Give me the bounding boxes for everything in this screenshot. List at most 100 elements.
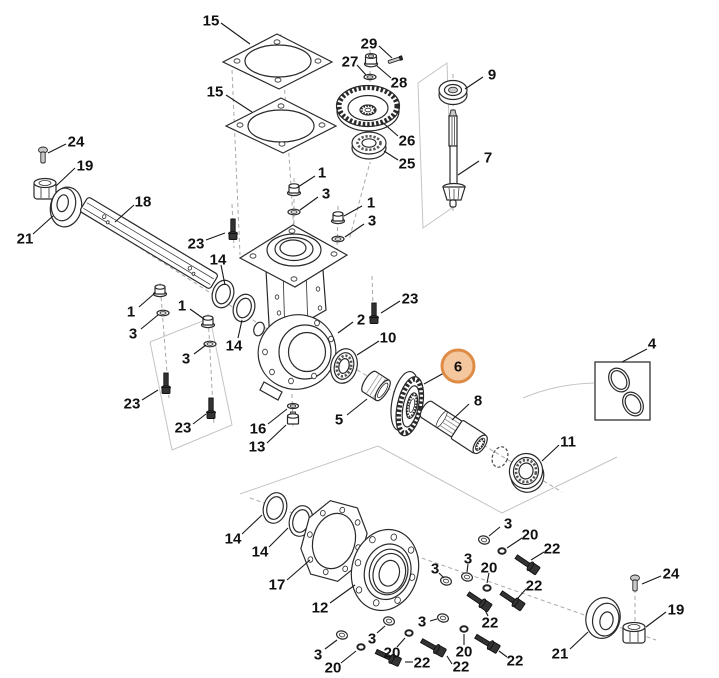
callout-2[interactable]: 2	[357, 311, 365, 328]
callout-14[interactable]: 14	[252, 543, 269, 560]
callout-17[interactable]: 17	[269, 576, 286, 593]
callout-22[interactable]: 22	[482, 614, 499, 631]
part-gasket-15-lower[interactable]	[224, 97, 338, 154]
part-plug-13[interactable]	[286, 411, 300, 425]
part-ball-bearing-10[interactable]	[327, 346, 361, 387]
highlight-circle[interactable]	[440, 348, 476, 384]
part-ball-bearing-25[interactable]	[351, 131, 387, 160]
part-screw-23-right[interactable]	[369, 302, 379, 324]
callout-5[interactable]: 5	[335, 411, 343, 428]
callout-20[interactable]: 20	[522, 526, 539, 543]
callout-19[interactable]: 19	[77, 157, 94, 174]
part-washer-3-b[interactable]	[331, 235, 345, 243]
callout-20[interactable]: 20	[481, 559, 498, 576]
part-bolt-22-set[interactable]	[374, 553, 541, 667]
part-disc-21-right[interactable]	[582, 594, 624, 641]
part-screw-24-left[interactable]	[38, 146, 48, 164]
part-washer-16[interactable]	[286, 402, 300, 410]
callout-3[interactable]: 3	[418, 613, 426, 630]
callout-16[interactable]: 16	[250, 420, 267, 437]
callout-7[interactable]: 7	[484, 149, 492, 166]
callout-15[interactable]: 15	[207, 83, 224, 100]
part-nut-28[interactable]	[363, 52, 379, 68]
callout-22[interactable]: 22	[544, 540, 561, 557]
part-seal-14-upper-a[interactable]	[209, 277, 238, 310]
part-ball-bearing-11[interactable]	[506, 451, 547, 495]
part-washer-3-d[interactable]	[203, 340, 217, 348]
callout-14[interactable]: 14	[226, 337, 243, 354]
callout-20[interactable]: 20	[325, 659, 342, 676]
callout-27[interactable]: 27	[342, 53, 359, 70]
part-nut-19-right[interactable]	[622, 621, 646, 644]
callout-14[interactable]: 14	[210, 251, 227, 268]
callout-3[interactable]: 3	[368, 212, 376, 229]
part-disc-21-left[interactable]	[47, 184, 86, 230]
part-screw-24-right[interactable]	[630, 574, 640, 592]
callout-1[interactable]: 1	[367, 194, 375, 211]
callout-3[interactable]: 3	[182, 350, 190, 367]
part-washer-3-set[interactable]	[335, 535, 491, 641]
callout-22[interactable]: 22	[414, 654, 431, 671]
callout-19[interactable]: 19	[668, 601, 685, 618]
callout-22[interactable]: 22	[526, 577, 543, 594]
part-gasket-17[interactable]	[295, 497, 373, 586]
part-lockwasher-20-set[interactable]	[356, 547, 507, 651]
callout-23[interactable]: 23	[402, 290, 419, 307]
callout-10[interactable]: 10	[380, 329, 397, 346]
callout-18[interactable]: 18	[135, 193, 152, 210]
callout-11[interactable]: 11	[560, 433, 576, 450]
callout-26[interactable]: 26	[399, 132, 416, 149]
part-output-shaft-8[interactable]	[417, 398, 490, 456]
callout-24[interactable]: 24	[663, 565, 680, 582]
callout-3[interactable]: 3	[314, 646, 322, 663]
callout-22[interactable]: 22	[507, 652, 524, 669]
part-screw-23-top[interactable]	[228, 218, 238, 240]
part-nut-1-b[interactable]	[330, 211, 346, 225]
part-snap-ring[interactable]	[489, 445, 510, 470]
callout-3[interactable]: 3	[368, 630, 376, 647]
callout-25[interactable]: 25	[399, 155, 416, 172]
part-spur-gear-6[interactable]	[385, 369, 429, 438]
part-seal-14-upper-b[interactable]	[230, 291, 259, 324]
callout-24[interactable]: 24	[68, 133, 85, 150]
part-nut-1-c[interactable]	[152, 284, 168, 298]
callout-4[interactable]: 4	[648, 335, 657, 352]
callout-3[interactable]: 3	[322, 185, 330, 202]
part-gearbox-housing-2[interactable]	[238, 224, 349, 401]
part-ball-bearing-9[interactable]	[438, 79, 468, 106]
callout-3[interactable]: 3	[129, 325, 137, 342]
callout-3[interactable]: 3	[431, 560, 439, 577]
callout-12[interactable]: 12	[312, 599, 329, 616]
part-screw-23-left-a[interactable]	[161, 372, 171, 394]
part-axle-shaft-18[interactable]	[79, 197, 219, 290]
callout-20[interactable]: 20	[384, 644, 401, 661]
callout-23[interactable]: 23	[188, 235, 205, 252]
callout-22[interactable]: 22	[453, 658, 470, 675]
part-crown-gear-26[interactable]	[335, 84, 401, 132]
callout-15[interactable]: 15	[203, 12, 220, 29]
callout-1[interactable]: 1	[318, 164, 326, 181]
part-nut-19-left[interactable]	[33, 177, 57, 200]
callout-23[interactable]: 23	[175, 419, 192, 436]
callout-23[interactable]: 23	[124, 395, 141, 412]
callout-21[interactable]: 21	[552, 645, 569, 662]
callout-13[interactable]: 13	[249, 438, 266, 455]
part-washer-27[interactable]	[363, 73, 377, 81]
part-nut-1-d[interactable]	[200, 315, 216, 329]
callout-28[interactable]: 28	[391, 74, 408, 91]
callout-21[interactable]: 21	[17, 230, 34, 247]
part-washer-3-c[interactable]	[156, 309, 170, 317]
callout-29[interactable]: 29	[361, 35, 378, 52]
part-bearing-cover-12[interactable]	[343, 522, 428, 618]
part-oring-kit-4[interactable]	[594, 361, 651, 421]
part-washer-3-a[interactable]	[287, 208, 301, 216]
callout-3[interactable]: 3	[504, 515, 512, 532]
part-seal-14-lower-a[interactable]	[260, 490, 290, 526]
part-pin-29[interactable]	[387, 55, 404, 64]
callout-20[interactable]: 20	[456, 643, 473, 660]
callout-1[interactable]: 1	[127, 303, 135, 320]
callout-8[interactable]: 8	[474, 392, 482, 409]
callout-1[interactable]: 1	[178, 297, 186, 314]
part-gasket-15-upper[interactable]	[221, 33, 334, 90]
callout-14[interactable]: 14	[225, 530, 242, 547]
